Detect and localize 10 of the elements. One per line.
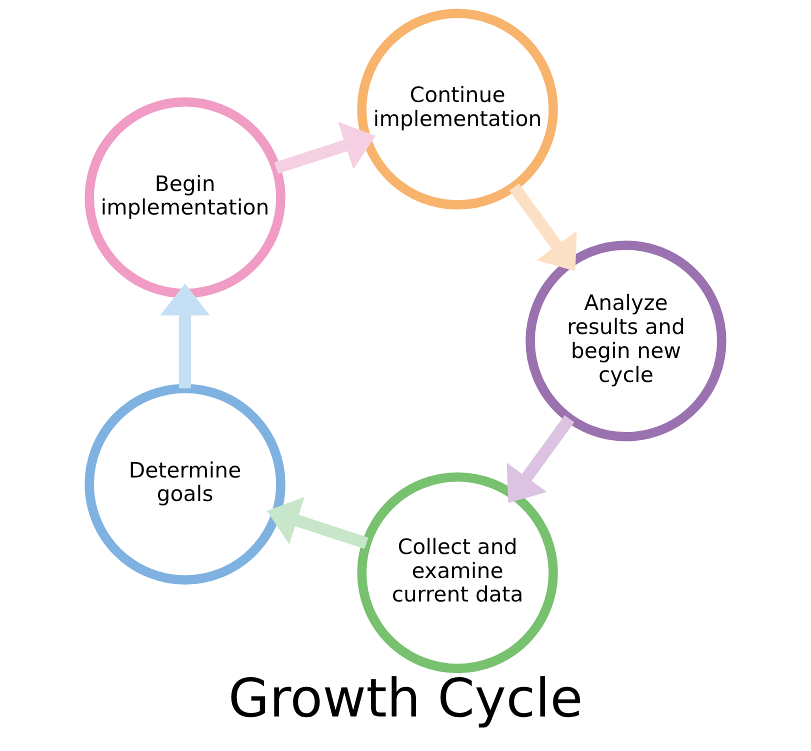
arrow	[506, 415, 574, 503]
node-circle: Begin implementation	[84, 97, 286, 298]
node-circle: Determine goals	[84, 384, 286, 585]
arrow	[509, 183, 577, 272]
node-circle: Continue implementation	[357, 8, 558, 210]
node-circle: Analyze results and begin new cycle	[526, 240, 726, 442]
node-circle: Collect and examine current data	[357, 472, 558, 674]
arrow	[274, 122, 376, 174]
arrow	[160, 284, 210, 388]
arrow	[266, 496, 368, 549]
